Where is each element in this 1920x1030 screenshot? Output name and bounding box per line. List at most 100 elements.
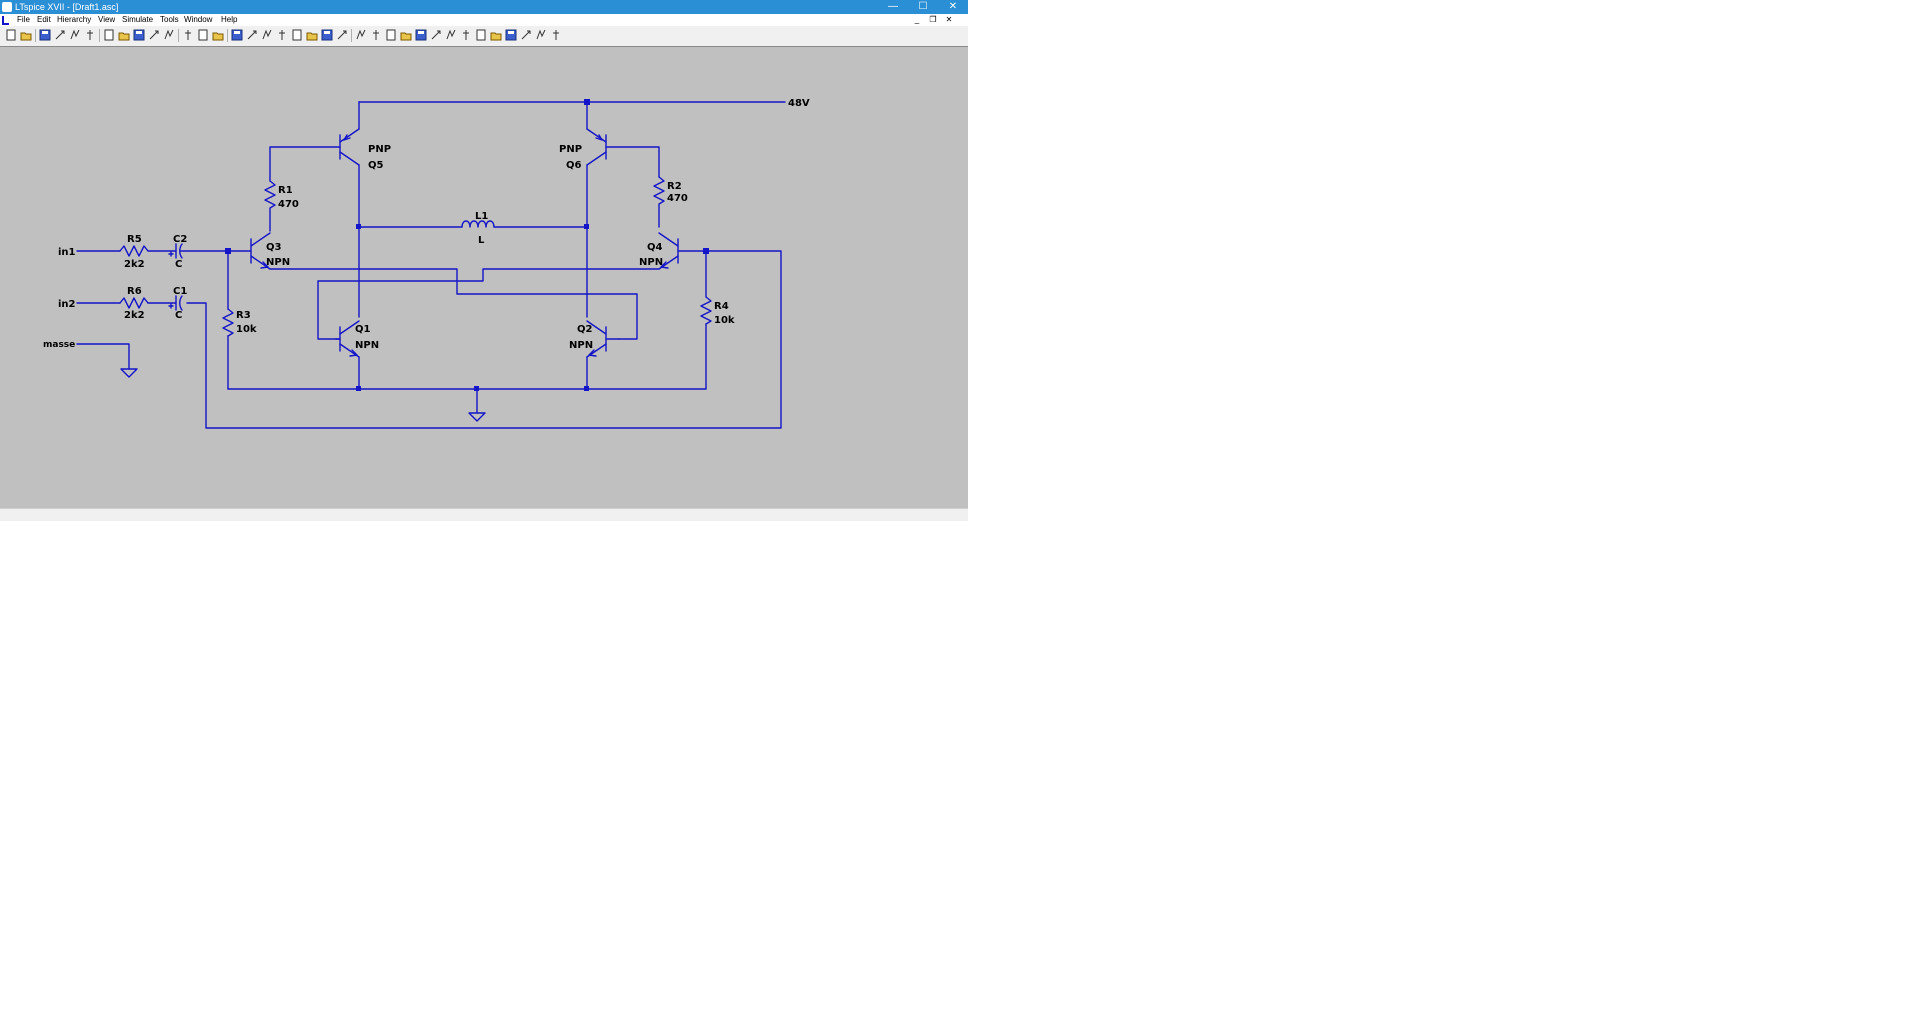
delete-icon — [553, 30, 559, 40]
capacitor-button[interactable] — [291, 29, 303, 41]
paste-button[interactable] — [505, 29, 517, 41]
capacitor-c2[interactable] — [175, 243, 183, 259]
diode-button[interactable] — [321, 29, 333, 41]
minimize-button[interactable]: — — [888, 1, 898, 12]
toolbar — [0, 26, 968, 47]
ground-button[interactable] — [246, 29, 258, 41]
child-minimize-button[interactable]: _ — [914, 15, 920, 24]
wire-feedback-loop[interactable] — [186, 250, 782, 429]
menu-simulate[interactable]: Simulate — [122, 15, 154, 24]
transistor-q6[interactable] — [586, 128, 607, 166]
zoom-out-button[interactable] — [133, 29, 145, 41]
inductor-l1[interactable] — [461, 220, 495, 228]
menu-file[interactable]: File — [17, 15, 30, 24]
junction-l1-left — [356, 224, 361, 229]
label-button[interactable] — [261, 29, 273, 41]
save-icon — [39, 29, 51, 41]
find-button[interactable] — [520, 29, 532, 41]
resistor-r6[interactable] — [119, 297, 149, 309]
spice-directive-button[interactable] — [460, 29, 472, 41]
save-button[interactable] — [39, 29, 51, 41]
toolbar-separator — [351, 29, 352, 42]
junction-l1-right — [584, 224, 589, 229]
resistor-r1[interactable] — [264, 180, 276, 232]
c1-value: C — [175, 310, 182, 321]
ground-symbol-masse[interactable] — [120, 368, 138, 378]
net-label-in2[interactable]: in2 — [58, 299, 76, 310]
cascade-icon — [198, 29, 208, 41]
r2-value: 470 — [667, 193, 688, 204]
toolbar-separator — [35, 29, 36, 42]
child-close-button[interactable]: ✕ — [945, 15, 953, 24]
ground-symbol-main[interactable] — [468, 412, 486, 422]
rotate-button[interactable] — [415, 29, 427, 41]
resistor-r5[interactable] — [119, 245, 149, 257]
q4-model: NPN — [639, 257, 663, 268]
component-button[interactable] — [336, 29, 348, 41]
move-button[interactable] — [355, 29, 367, 41]
q3-model: NPN — [266, 257, 290, 268]
wire-button[interactable] — [231, 29, 243, 41]
child-restore-button[interactable]: ❐ — [929, 15, 937, 24]
close-window-button[interactable] — [212, 29, 224, 41]
wire-icon — [231, 29, 243, 41]
menu-edit[interactable]: Edit — [37, 15, 51, 24]
net-label-in1[interactable]: in1 — [58, 247, 76, 258]
menu-bar: File Edit Hierarchy View Simulate Tools … — [0, 14, 968, 26]
q6-name: Q6 — [566, 160, 582, 171]
menu-tools[interactable]: Tools — [160, 15, 179, 24]
junction-gnd-main — [474, 386, 479, 391]
cascade-button[interactable] — [197, 29, 209, 41]
control-panel-button[interactable] — [54, 29, 66, 41]
menu-window[interactable]: Window — [184, 15, 213, 24]
open-button[interactable] — [20, 29, 32, 41]
mirror-button[interactable] — [430, 29, 442, 41]
autorange-button[interactable] — [163, 29, 175, 41]
title-bar: LTspice XVII - [Draft1.asc] — ☐ ✕ — [0, 0, 968, 14]
schematic-drawing[interactable]: 48V in1 in2 masse PNP Q5 PNP Q6 R1 470 R… — [0, 47, 968, 508]
drag-button[interactable] — [370, 29, 382, 41]
inductor-button[interactable] — [306, 29, 318, 41]
copy-button[interactable] — [490, 29, 502, 41]
undo-button[interactable] — [385, 29, 397, 41]
net-label-masse[interactable]: masse — [43, 340, 75, 350]
resistor-button[interactable] — [276, 29, 288, 41]
wire-q5-base[interactable] — [269, 146, 341, 182]
capacitor-c1[interactable] — [175, 295, 183, 311]
zoom-fit-button[interactable] — [148, 29, 160, 41]
text-icon — [446, 29, 456, 40]
zoom-in-button[interactable] — [103, 29, 115, 41]
resistor-r4[interactable] — [700, 296, 712, 325]
tile-button[interactable] — [182, 29, 194, 41]
resistor-r3[interactable] — [222, 308, 234, 337]
wire-masse[interactable] — [76, 343, 130, 370]
ltspice-window: LTspice XVII - [Draft1.asc] — ☐ ✕ File E… — [0, 0, 968, 521]
menu-view[interactable]: View — [98, 15, 116, 24]
net-label-48v[interactable]: 48V — [788, 98, 810, 109]
menu-help[interactable]: Help — [221, 15, 238, 24]
delete-button[interactable] — [550, 29, 562, 41]
schematic-canvas[interactable]: 48V in1 in2 masse PNP Q5 PNP Q6 R1 470 R… — [0, 46, 968, 509]
halt-button[interactable] — [84, 29, 96, 41]
redo-button[interactable] — [400, 29, 412, 41]
cut-icon — [476, 29, 486, 41]
run-button[interactable] — [69, 29, 81, 41]
wire-q6-base[interactable] — [605, 146, 660, 178]
resistor-r2[interactable] — [653, 176, 665, 228]
wire-q4-emitter-cross[interactable] — [317, 268, 660, 340]
rotate-icon — [415, 29, 427, 41]
move-icon — [356, 29, 366, 40]
menu-hierarchy[interactable]: Hierarchy — [57, 15, 92, 24]
control-panel-icon — [55, 30, 65, 40]
transistor-q5[interactable] — [339, 128, 360, 166]
close-button[interactable]: ✕ — [948, 1, 958, 12]
pan-button[interactable] — [118, 29, 130, 41]
q1-name: Q1 — [355, 324, 371, 335]
junction-gnd-q1 — [356, 386, 361, 391]
cut-button[interactable] — [475, 29, 487, 41]
print-button[interactable] — [535, 29, 547, 41]
new-schematic-button[interactable] — [5, 29, 17, 41]
wire-q3-emitter-cross[interactable] — [269, 268, 638, 340]
text-button[interactable] — [445, 29, 457, 41]
maximize-button[interactable]: ☐ — [918, 1, 928, 12]
